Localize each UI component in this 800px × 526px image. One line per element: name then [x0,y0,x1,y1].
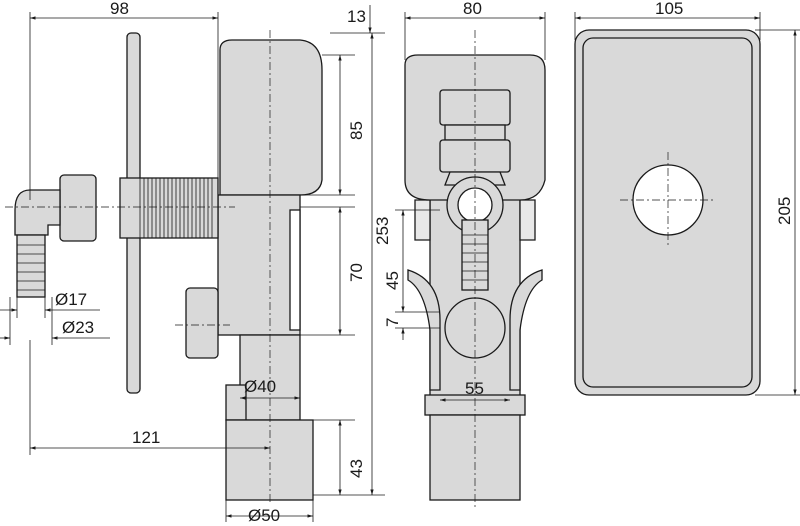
dim-55: 55 [465,379,484,398]
side-dimensions: 98 13 85 70 253 43 Ø17 Ø23 Ø40 121 Ø [0,0,392,525]
dim-hose-outer: Ø23 [62,318,94,337]
dim-pipe-dia: Ø40 [244,377,276,396]
hose-tail-rings [17,244,45,291]
dim-45: 45 [383,271,402,290]
union-nut [59,174,97,242]
pipe-collar [225,384,247,421]
dim-85: 85 [347,121,366,140]
dim-205: 205 [775,197,794,225]
cover-dimensions: 105 205 [574,0,800,396]
hose-tail [16,234,46,298]
cover-plate-view [574,29,761,396]
right-rib [509,269,543,391]
dim-121: 121 [132,428,160,447]
side-nut [185,287,219,359]
left-rib [407,269,441,391]
dim-sleeve-dia: Ø50 [248,506,280,525]
thread-ridges [139,178,213,238]
dim-253: 253 [373,217,392,245]
housing-body [217,194,301,336]
dim-7: 7 [383,318,402,327]
dim-70: 70 [347,263,366,282]
upper-housing [219,39,323,196]
dim-80: 80 [463,0,482,18]
dim-13: 13 [347,7,366,26]
side-view [5,30,323,505]
cover-plate-inner-edge [582,37,753,388]
dim-105: 105 [655,0,683,18]
threaded-tube [119,177,219,239]
elbow-fitting [14,189,61,236]
outlet-sleeve [225,419,314,501]
dim-43: 43 [347,459,366,478]
dim-hose-inner: Ø17 [55,290,87,309]
front-view [404,30,546,510]
front-dimensions: 80 45 7 55 [383,0,546,402]
body-inner-channel [289,209,301,331]
dim-98: 98 [110,0,129,18]
